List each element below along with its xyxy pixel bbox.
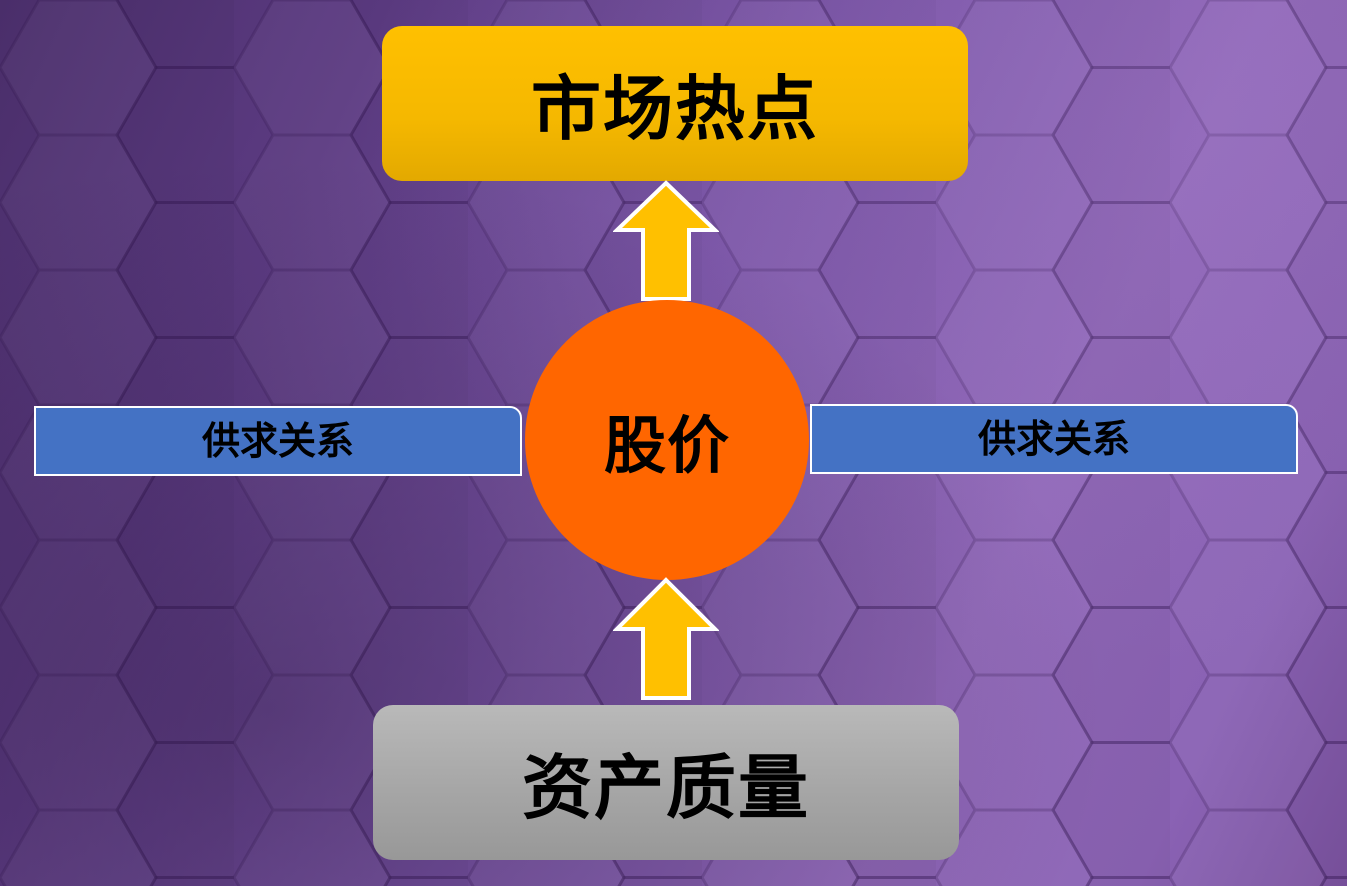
market-hotspot-label: 市场热点 [531,68,819,150]
stock-price-label: 股价 [603,409,730,482]
asset-quality-box: 资产质量 [373,705,959,860]
supply-demand-label-right: 供求关系 [977,416,1130,461]
up-arrow-top [613,180,719,301]
asset-quality-label: 资产质量 [522,747,810,829]
supply-demand-label-left: 供求关系 [201,418,354,463]
market-hotspot-box: 市场热点 [382,26,968,181]
supply-demand-box-left: 供求关系 [34,406,522,476]
supply-demand-box-right: 供求关系 [810,404,1298,474]
up-arrow-bottom [613,577,719,700]
stock-price-circle: 股价 [525,300,809,580]
